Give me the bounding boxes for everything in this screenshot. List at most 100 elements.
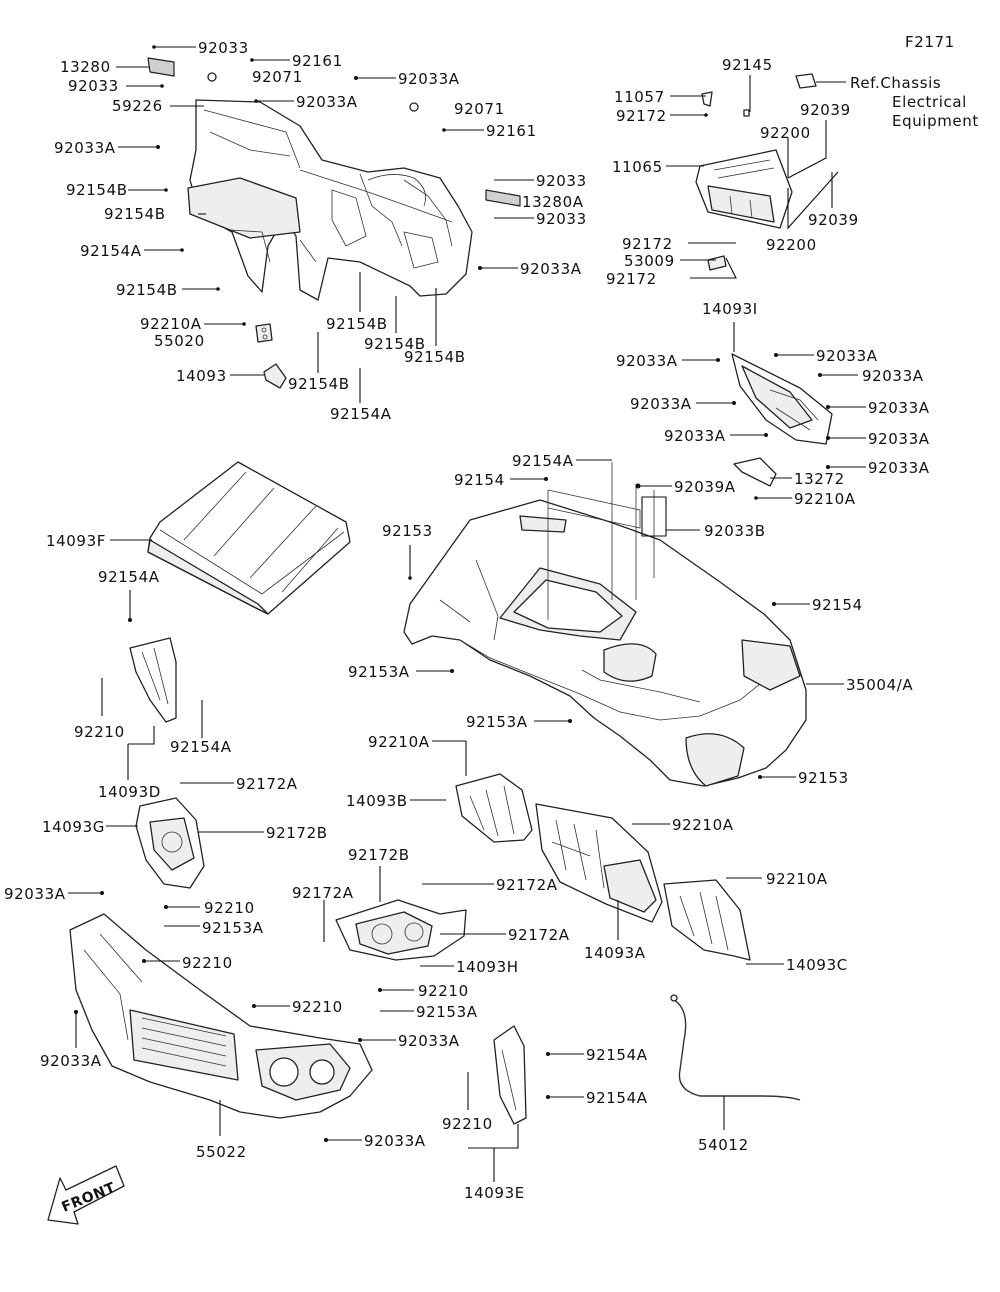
part-label: 14093: [176, 367, 227, 385]
bracket-part-13272: [733, 457, 777, 487]
part-label: 92145: [722, 56, 773, 74]
part-label: 92033A: [54, 139, 116, 157]
side-panel-part-14093A: [535, 803, 663, 923]
part-label: 92210: [442, 1115, 493, 1133]
fender-part-35004A: [403, 462, 807, 787]
part-label: 92154A: [586, 1089, 648, 1107]
part-label: 92210A: [766, 870, 828, 888]
part-label: 92154B: [288, 375, 350, 393]
ref-note-line: Equipment: [892, 112, 979, 130]
part-label: 92153A: [202, 919, 264, 937]
inner-frame-part-59226: [147, 57, 521, 301]
part-label: 14093B: [346, 792, 408, 810]
part-label: 92033: [68, 77, 119, 95]
part-label: 13280: [60, 58, 111, 76]
part-label: 14093E: [464, 1184, 525, 1202]
part-label: 54012: [698, 1136, 749, 1154]
part-label: 92210A: [794, 490, 856, 508]
part-label: 92033A: [520, 260, 582, 278]
part-label: 92033A: [398, 1032, 460, 1050]
part-label: 92033A: [616, 352, 678, 370]
panel-part-14093D: [129, 637, 177, 723]
part-number-labels: 92033 13280 92161 92033 92071 92033A 592…: [4, 39, 930, 1202]
ref-note-line: Electrical: [892, 93, 967, 111]
part-label: 92153A: [348, 663, 410, 681]
part-label: 92153A: [466, 713, 528, 731]
part-label: 92154B: [404, 348, 466, 366]
part-label: 92033A: [398, 70, 460, 88]
part-label: 92033A: [862, 367, 924, 385]
part-label: 92039: [808, 211, 859, 229]
part-label: 92039: [800, 101, 851, 119]
part-label: 92153A: [416, 1003, 478, 1021]
part-label: 92210A: [140, 315, 202, 333]
part-label: 92033A: [816, 347, 878, 365]
part-label: 92210A: [672, 816, 734, 834]
part-label: 92154A: [170, 738, 232, 756]
part-label: 92210: [182, 954, 233, 972]
part-label: 92153: [798, 769, 849, 787]
leader-lines: [68, 45, 866, 1182]
panel-part-14093E: [493, 1025, 527, 1125]
part-label: 92161: [292, 52, 343, 70]
part-label: 35004/A: [846, 676, 913, 694]
part-label: 55020: [154, 332, 205, 350]
part-label: 14093G: [42, 818, 105, 836]
part-label: 92154: [454, 471, 505, 489]
part-label: 92033: [536, 172, 587, 190]
part-label: 92039A: [674, 478, 736, 496]
part-label: 92154A: [330, 405, 392, 423]
part-label: 92033A: [364, 1132, 426, 1150]
part-label: 13272: [794, 470, 845, 488]
diagram-code: F2171: [905, 33, 955, 51]
part-label: 92172A: [508, 926, 570, 944]
part-label: 92033A: [40, 1052, 102, 1070]
part-label: 92033A: [868, 459, 930, 477]
part-label: 92033: [536, 210, 587, 228]
part-label: 92210: [418, 982, 469, 1000]
cover-part-14093I: [731, 353, 833, 445]
part-label: 92071: [454, 100, 505, 118]
part-label: 92172: [622, 235, 673, 253]
part-label: 92033A: [296, 93, 358, 111]
part-label: 92033A: [868, 430, 930, 448]
part-label: 92154B: [364, 335, 426, 353]
part-label: 92172A: [292, 884, 354, 902]
headlight-part-14093G: [135, 797, 205, 889]
part-label: 92154: [812, 596, 863, 614]
part-label: 92154A: [98, 568, 160, 586]
part-label: 92210: [204, 899, 255, 917]
cable-part-54012: [670, 994, 801, 1101]
part-label: 92172: [606, 270, 657, 288]
part-label: 92172B: [348, 846, 410, 864]
side-panel-part-14093B: [455, 773, 533, 843]
side-panel-part-14093C: [663, 879, 751, 961]
part-label: 13280A: [522, 193, 584, 211]
part-label: 92154A: [586, 1046, 648, 1064]
bracket-part-14093: [263, 363, 287, 389]
part-label: 14093D: [98, 783, 161, 801]
part-label: 92172A: [496, 876, 558, 894]
part-label: 14093I: [702, 300, 758, 318]
part-label: 92154B: [104, 205, 166, 223]
part-label: 92161: [486, 122, 537, 140]
part-label: 59226: [112, 97, 163, 115]
part-label: 14093H: [456, 958, 519, 976]
part-label: 92210: [292, 998, 343, 1016]
part-label: 92200: [766, 236, 817, 254]
part-label: 92154A: [512, 452, 574, 470]
part-label: 92172: [616, 107, 667, 125]
part-label: 92033: [198, 39, 249, 57]
part-label: 92154B: [116, 281, 178, 299]
part-label: 55022: [196, 1143, 247, 1161]
hood-part-14093F: [147, 461, 351, 615]
part-label: 53009: [624, 252, 675, 270]
part-label: 92033A: [630, 395, 692, 413]
part-label: 92033A: [4, 885, 66, 903]
part-label: 92200: [760, 124, 811, 142]
part-label: 92033B: [704, 522, 766, 540]
ref-note-line: Ref.Chassis: [850, 74, 941, 92]
part-label: 92154B: [66, 181, 128, 199]
headlight-part-14093H: [335, 899, 467, 961]
